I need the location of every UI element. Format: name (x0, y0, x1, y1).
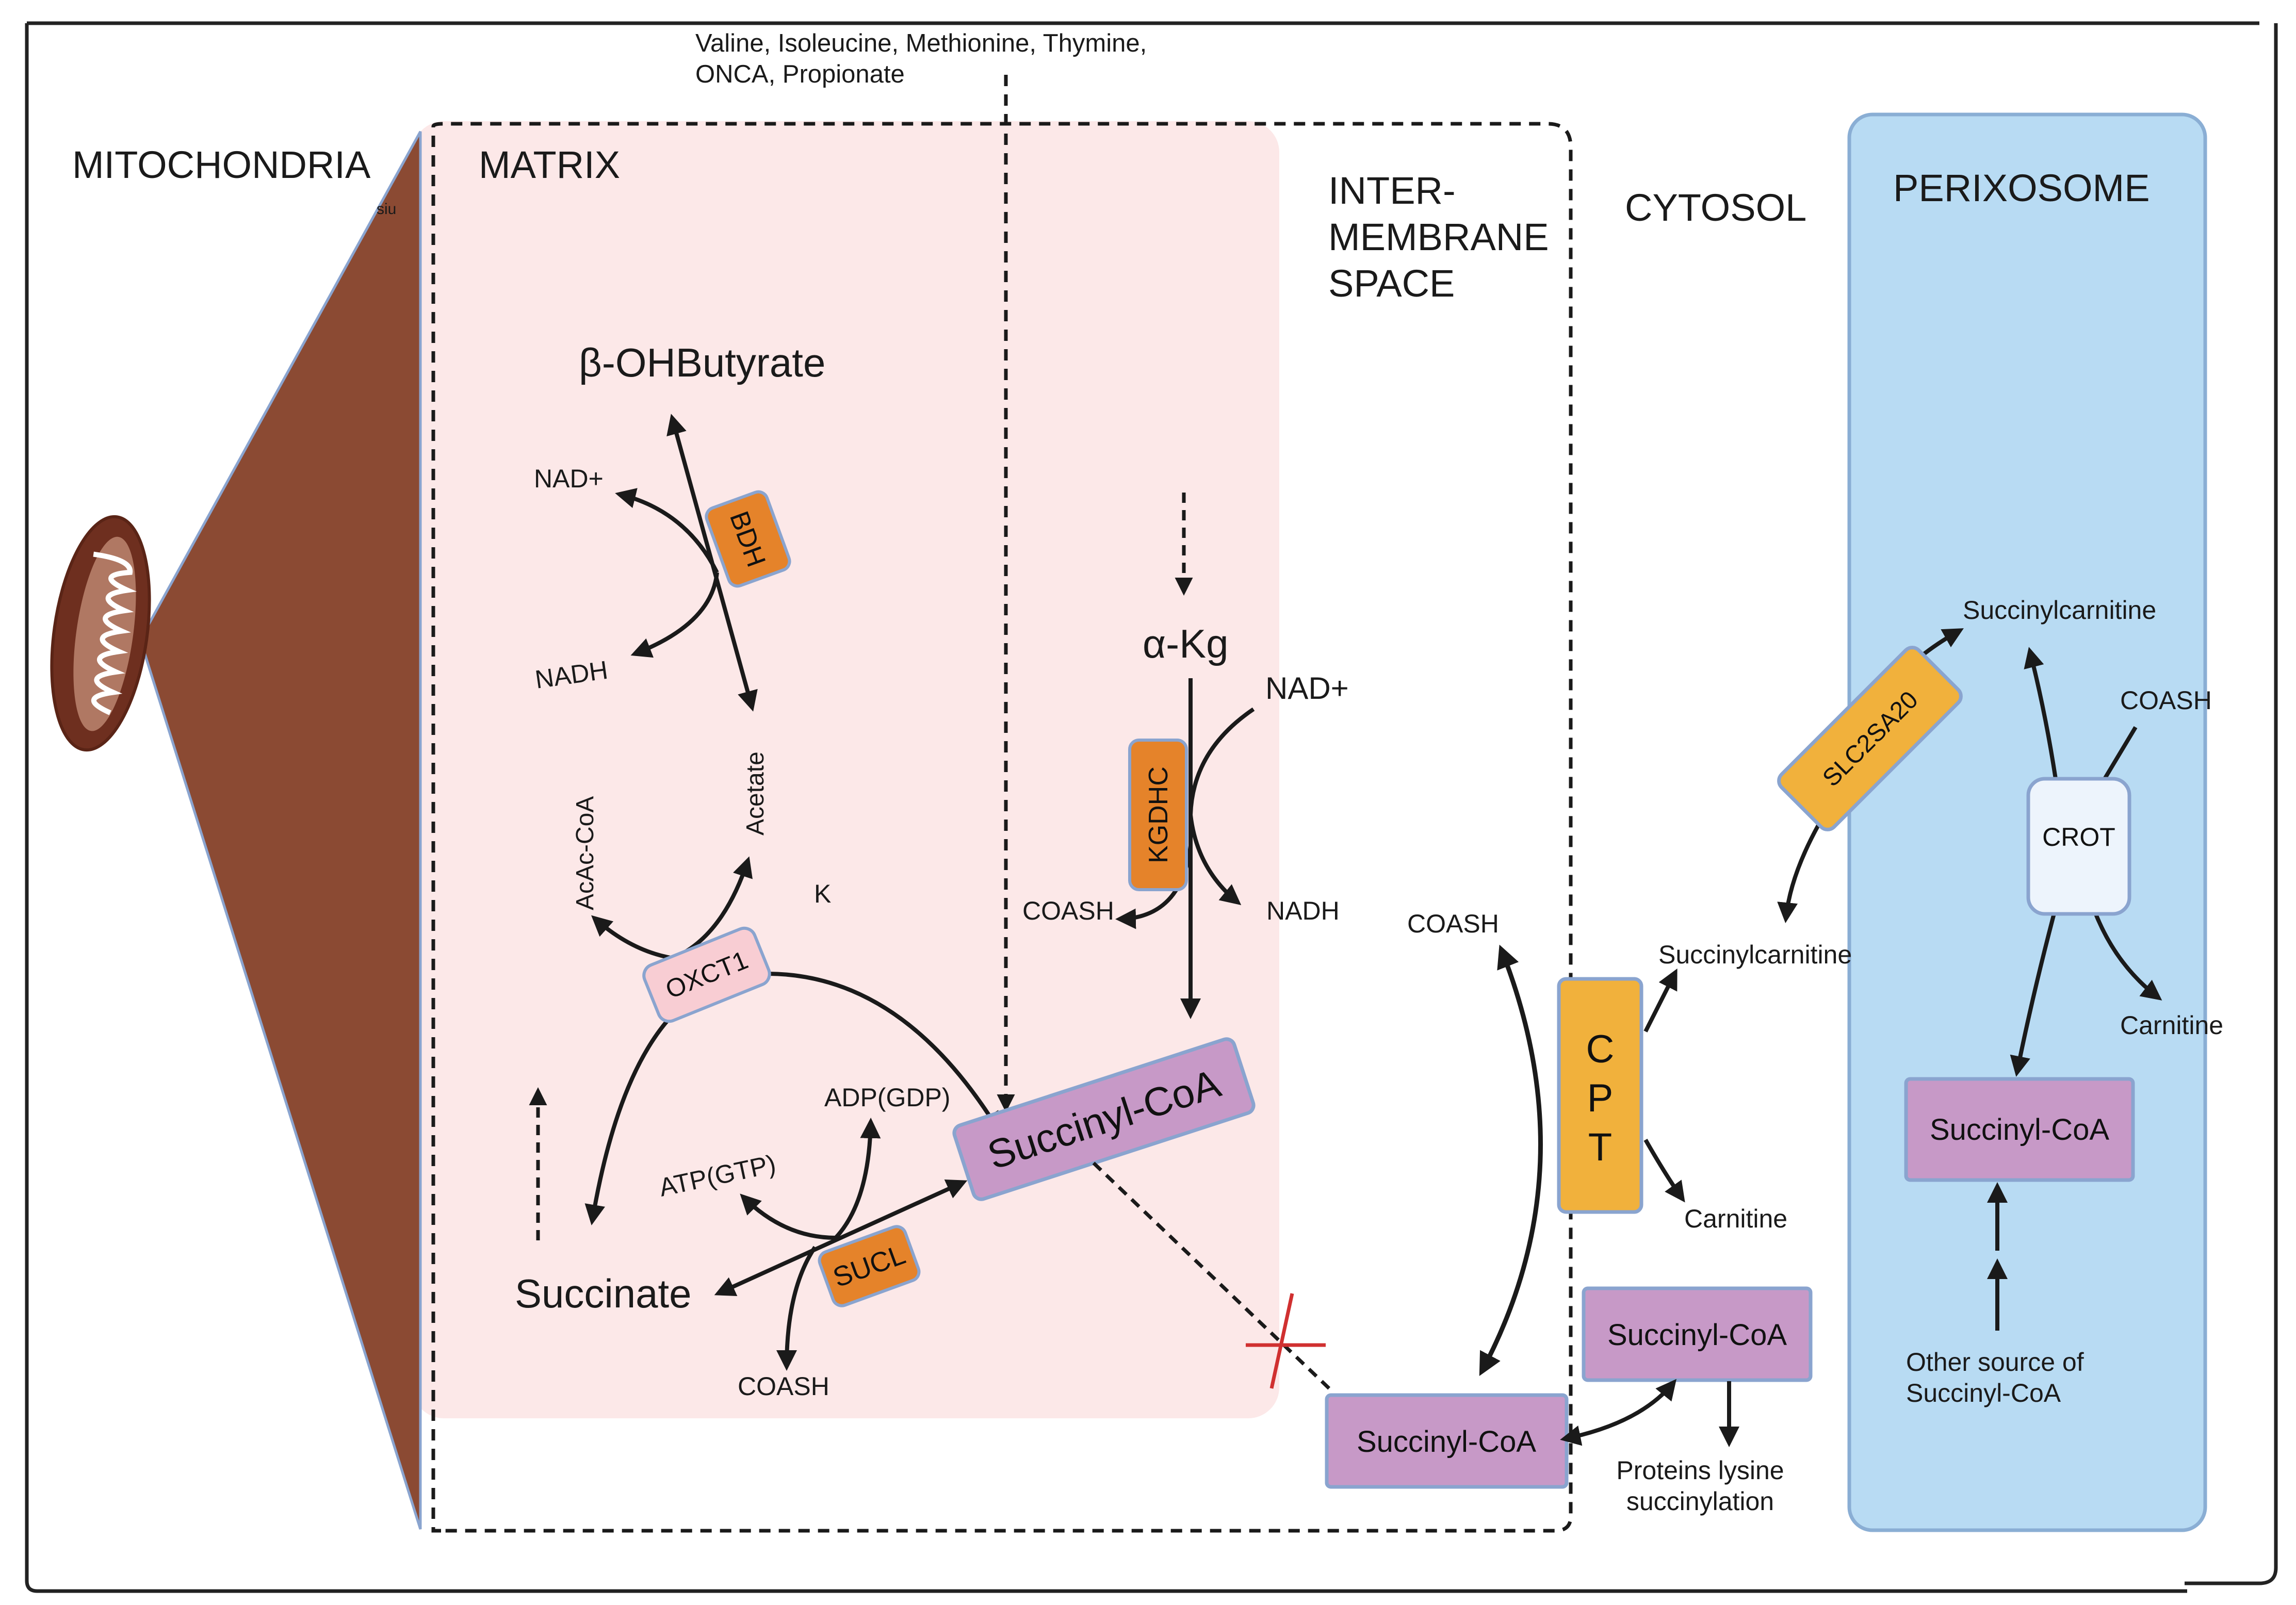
mitochondria-zoom-wedge (139, 130, 422, 1530)
mitochondrion-icon (50, 515, 151, 752)
ims-cytosol-exchange-arrow (1560, 1379, 1677, 1446)
kgdhc-cofactor-arc-in (1188, 707, 1255, 815)
region-label-intermembrane-1: INTER- (1328, 169, 1456, 212)
bdh-enzyme: BDH (705, 490, 791, 588)
crot-arc-carnitine (2092, 909, 2162, 1001)
acac-coa-label: AcAc-CoA (572, 796, 599, 910)
nadh-label-kgdhc: NADH (1266, 896, 1340, 925)
carnitine-label-cytosol: Carnitine (1684, 1204, 1787, 1233)
crot-enzyme: CROT (2026, 777, 2131, 916)
succinyl-coa-ims-box: Succinyl-CoA (1325, 1393, 1569, 1489)
region-label-cytosol: CYTOSOL (1625, 186, 1806, 229)
region-label-mitochondria: MITOCHONDRIA (72, 143, 371, 186)
coash-label-sucl: COASH (738, 1372, 829, 1401)
sucl-arc-atp (740, 1193, 836, 1240)
cpt-arc-carnitine (1643, 1139, 1685, 1203)
slc2sa20-transporter: SLC2SA20 (1777, 646, 1963, 831)
other-source-label-line1: Other source of (1906, 1348, 2084, 1377)
carnitine-label-peroxisome: Carnitine (2120, 1011, 2223, 1040)
bdh-cofactor-arc-upper (615, 488, 719, 574)
sucl-arc-adp (834, 1118, 881, 1239)
coash-label-peroxisome: COASH (2120, 686, 2212, 715)
kgdhc-enzyme: KGDHC (1128, 739, 1188, 891)
cpt-transporter: C P T (1557, 977, 1643, 1214)
outer-frame (25, 21, 2278, 1593)
succinyl-coa-peroxisome-box: Succinyl-CoA (1904, 1077, 2135, 1182)
cpt-label-c: C (1586, 1027, 1615, 1071)
mitochondrion-dashed-boundary (431, 122, 1573, 1533)
nad-plus-label-kgdhc: NAD+ (1265, 671, 1349, 706)
bdh-cofactor-arc-lower (630, 572, 719, 658)
blocked-transport-dashed-line (1092, 1161, 1335, 1394)
region-label-intermembrane-3: SPACE (1328, 262, 1455, 305)
coash-label-cpt: COASH (1407, 909, 1499, 938)
blocked-cross-mark (1246, 1293, 1326, 1389)
cpt-arc-succinylcarnitine (1643, 968, 1678, 1033)
adp-gdp-label: ADP(GDP) (824, 1083, 950, 1112)
beta-ohbutyrate-label: β-OHButyrate (579, 340, 825, 385)
succinylcarnitine-label-cytosol: Succinylcarnitine (1658, 940, 1852, 969)
oxct1-enzyme: OXCT1 (642, 926, 771, 1023)
crot-arc-succinylcarnitine (2024, 647, 2058, 779)
kgdhc-cofactor-arc-out (1188, 814, 1242, 906)
crot-arc-succinylcoa (2010, 907, 2058, 1077)
nad-plus-label-bdh: NAD+ (534, 464, 604, 493)
k-label: K (814, 879, 831, 908)
slc-arc-to-cytosol (1777, 824, 1820, 923)
tiny-label: siu (377, 201, 396, 218)
succinyl-coa-peroxisome-label: Succinyl-CoA (1930, 1113, 2109, 1147)
succinyl-coa-ims-label: Succinyl-CoA (1357, 1425, 1536, 1459)
sucl-main-arrow (714, 1180, 968, 1296)
succinyl-coa-cytosol-label: Succinyl-CoA (1607, 1318, 1787, 1352)
kgdhc-label: KGDHC (1144, 766, 1174, 863)
other-source-label-line2: Succinyl-CoA (1906, 1379, 2061, 1407)
proteins-lysine-label: Proteins lysine (1616, 1456, 1784, 1485)
cpt-label-p: P (1587, 1076, 1614, 1120)
succinylation-label: succinylation (1626, 1487, 1774, 1516)
sucl-enzyme: SUCL (818, 1225, 921, 1307)
coash-label-kgdhc: COASH (1022, 896, 1114, 925)
acetate-label: Acetate (742, 751, 769, 836)
alpha-kg-label: α-Kg (1143, 621, 1228, 666)
region-label-perixosome: PERIXOSOME (1893, 167, 2150, 209)
cpt-coash-succinyl-arrow (1479, 944, 1543, 1376)
sucl-arc-coash (776, 1246, 817, 1371)
crot-label: CROT (2042, 823, 2115, 851)
crot-arc-coash (2103, 726, 2138, 780)
region-label-matrix: MATRIX (479, 143, 620, 186)
succinyl-coa-cytosol-box: Succinyl-CoA (1582, 1286, 1813, 1382)
region-label-intermembrane-2: MEMBRANE (1328, 216, 1549, 258)
sources-text-line2: ONCA, Propionate (695, 60, 905, 88)
succinate-label: Succinate (515, 1271, 692, 1316)
sources-text-line1: Valine, Isoleucine, Methionine, Thymine, (695, 29, 1147, 57)
cpt-label-t: T (1588, 1125, 1612, 1169)
succinylcarnitine-label-peroxisome: Succinylcarnitine (1963, 596, 2156, 625)
